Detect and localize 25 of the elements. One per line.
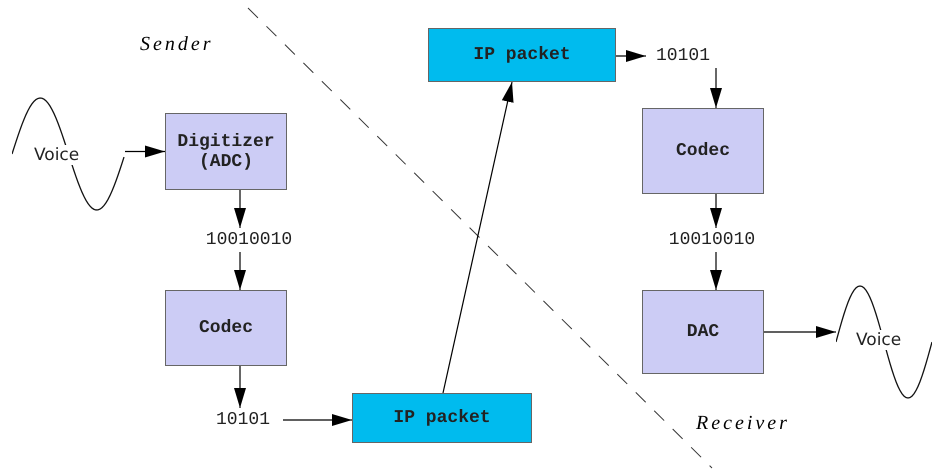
arrow <box>234 190 246 228</box>
process-box: Digitizer (ADC) <box>165 113 287 190</box>
signal-label: Voice <box>34 145 80 165</box>
arrow <box>616 50 646 62</box>
bit-string: 10010010 <box>188 228 310 252</box>
arrow <box>710 194 722 228</box>
process-box: IP packet <box>428 28 616 82</box>
arrow <box>442 82 514 394</box>
process-box: Codec <box>165 290 287 366</box>
arrow <box>234 252 246 290</box>
side-label: Sender <box>140 33 214 56</box>
signal-label: Voice <box>856 330 902 350</box>
process-box: IP packet <box>352 393 532 443</box>
arrow <box>125 146 165 158</box>
bit-string: 10010010 <box>638 228 786 252</box>
arrow <box>710 68 722 108</box>
arrow <box>710 252 722 290</box>
process-box: DAC <box>642 290 764 374</box>
process-box: Codec <box>642 108 764 194</box>
side-label: Receiver <box>696 412 790 435</box>
bit-string: 10101 <box>646 44 720 68</box>
arrow <box>764 326 836 338</box>
bit-string: 10101 <box>203 408 283 432</box>
arrow <box>283 414 352 426</box>
arrow <box>234 366 246 408</box>
